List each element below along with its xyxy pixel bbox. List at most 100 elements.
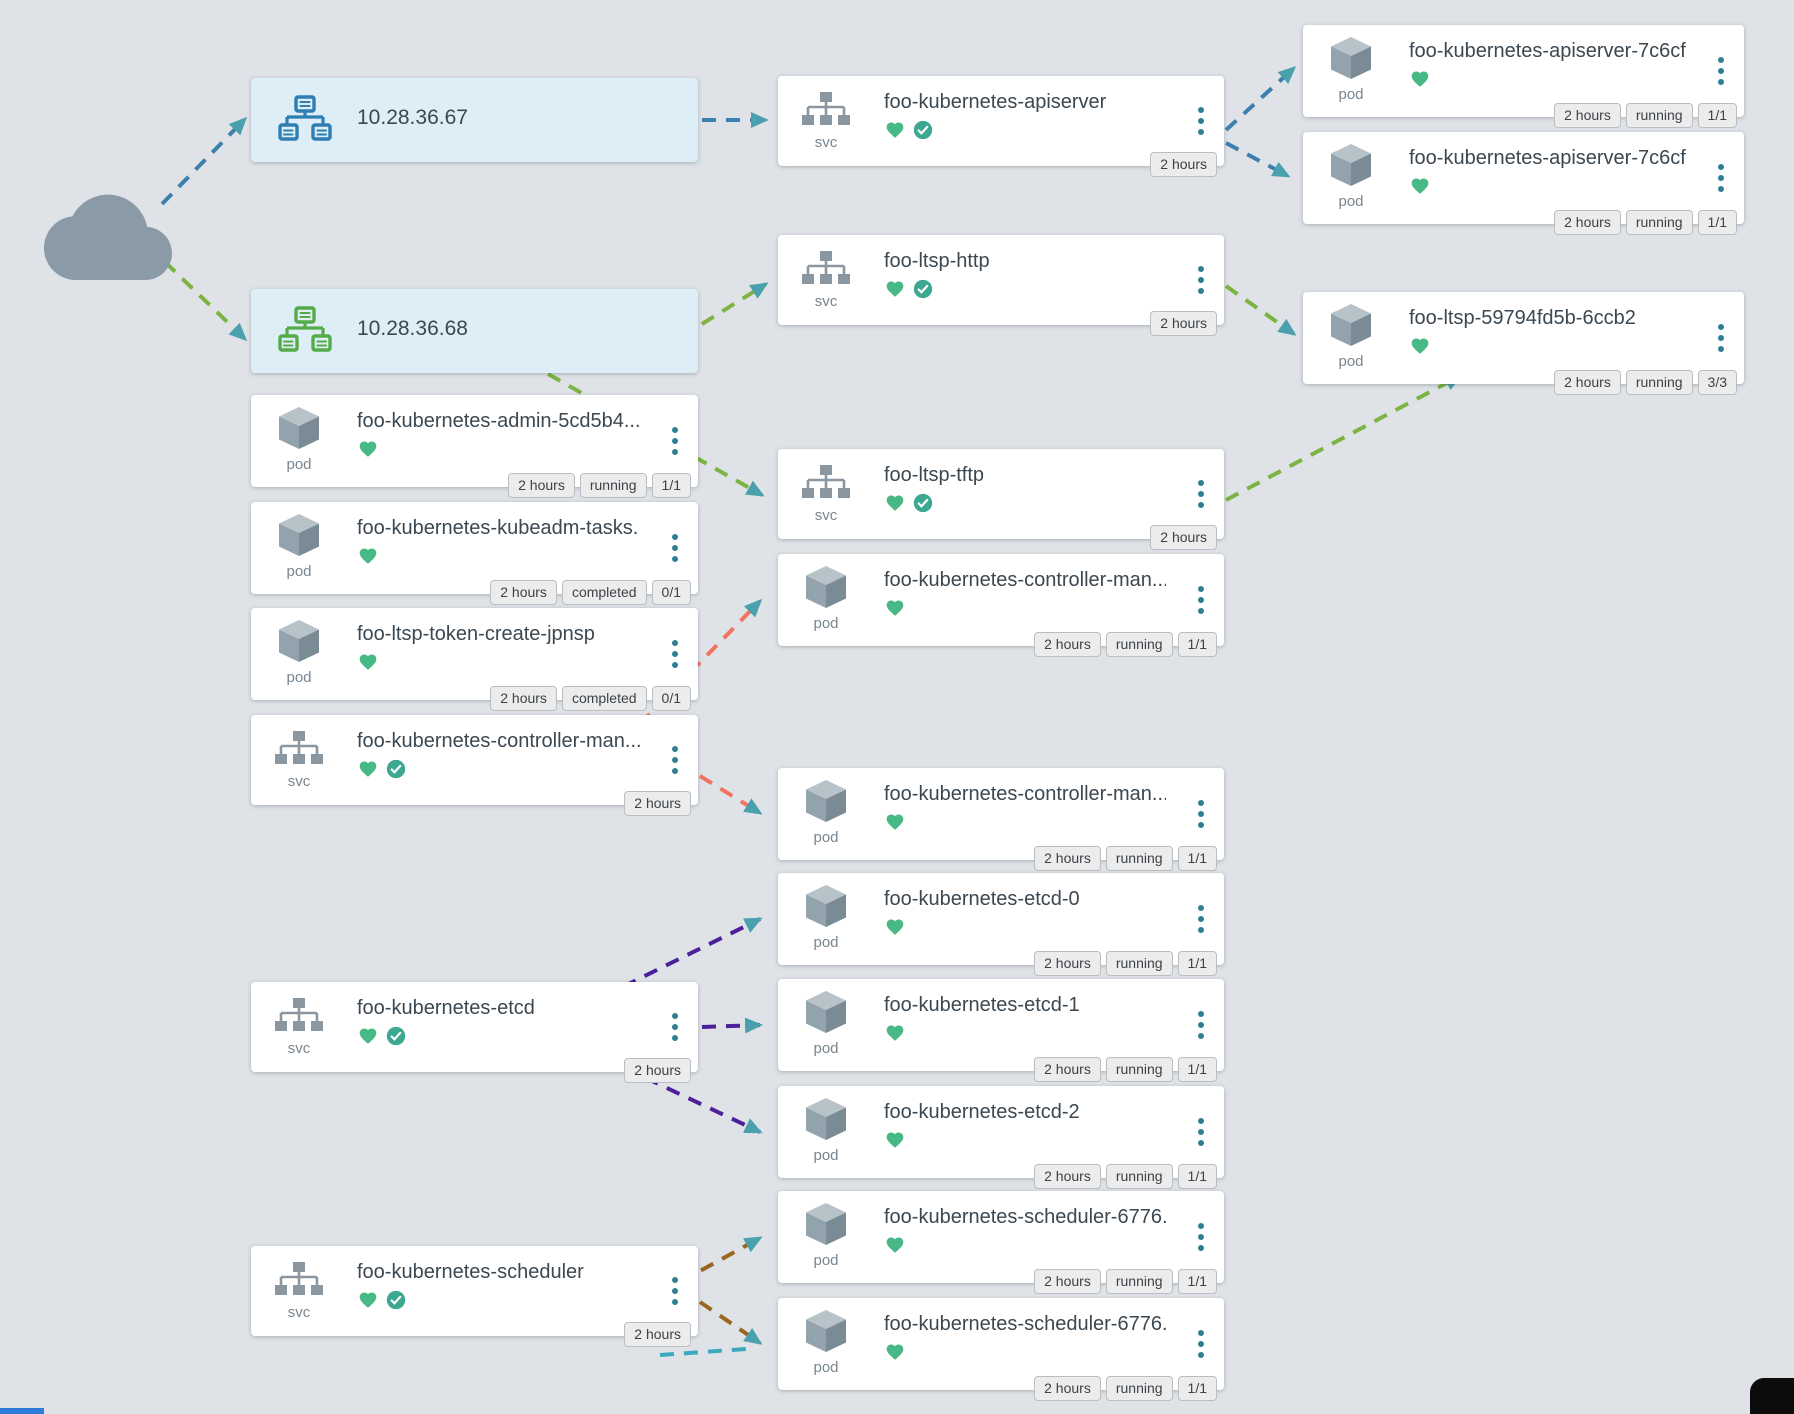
kebab-menu-button[interactable] xyxy=(1192,899,1210,939)
card-kind-label: pod xyxy=(813,934,839,951)
healthy-heart-icon xyxy=(886,600,904,616)
kebab-menu-button[interactable] xyxy=(1192,260,1210,300)
kebab-menu-button[interactable] xyxy=(1192,474,1210,514)
card-kind-label: pod xyxy=(286,456,312,473)
status-badge: 2 hours xyxy=(1034,1376,1101,1401)
kebab-menu-button[interactable] xyxy=(666,528,684,568)
pod-foo-kubernetes-apiserver-1[interactable]: pod foo-kubernetes-apiserver-7c6cf... 2 … xyxy=(1303,132,1744,235)
kebab-menu-button[interactable] xyxy=(1192,1112,1210,1152)
status-row xyxy=(885,1130,905,1150)
status-badge: running xyxy=(1625,370,1693,395)
status-badge: 1/1 xyxy=(1177,951,1217,976)
card-title: foo-kubernetes-etcd-1 xyxy=(884,994,1080,1016)
healthy-heart-icon xyxy=(886,495,904,511)
card-kind-label: pod xyxy=(1338,86,1364,103)
status-row xyxy=(1410,336,1430,356)
kebab-menu-button[interactable] xyxy=(1192,101,1210,141)
svc-icon xyxy=(801,251,851,292)
status-row xyxy=(885,917,905,937)
status-badge: 1/1 xyxy=(1177,632,1217,657)
status-badge: running xyxy=(1625,210,1693,235)
card-kind-label: pod xyxy=(1338,193,1364,210)
kebab-menu-button[interactable] xyxy=(1192,1005,1210,1045)
card-title: foo-ltsp-token-create-jpnsp xyxy=(357,623,595,645)
pod-icon xyxy=(805,884,847,933)
status-row xyxy=(885,493,933,513)
ready-check-icon xyxy=(386,1026,406,1046)
card-title: foo-ltsp-tftp xyxy=(884,464,985,486)
status-badge: 2 hours xyxy=(1034,1164,1101,1189)
svc-foo-kubernetes-apiserver[interactable]: svc foo-kubernetes-apiserver 2 hours xyxy=(778,76,1224,177)
kebab-menu-button[interactable] xyxy=(666,740,684,780)
card-icon-wrap: pod xyxy=(784,1309,868,1375)
corner-overlay xyxy=(1750,1378,1794,1414)
healthy-heart-icon xyxy=(886,1344,904,1360)
healthy-heart-icon xyxy=(359,1292,377,1308)
card-icon-wrap: svc xyxy=(257,731,341,789)
status-row xyxy=(885,598,905,618)
status-row xyxy=(885,120,933,140)
card-kind-label: pod xyxy=(286,563,312,580)
status-row xyxy=(1410,69,1430,89)
kebab-menu-button[interactable] xyxy=(1192,1324,1210,1364)
svc-foo-kubernetes-scheduler[interactable]: svc foo-kubernetes-scheduler 2 hours xyxy=(251,1246,698,1347)
pod-icon xyxy=(278,513,320,562)
cloud-icon[interactable] xyxy=(43,184,172,285)
pod-foo-kubernetes-controller-manager-0[interactable]: pod foo-kubernetes-controller-man... 2 h… xyxy=(778,554,1224,657)
pod-foo-kubernetes-kubeadm-tasks[interactable]: pod foo-kubernetes-kubeadm-tasks... 2 ho… xyxy=(251,502,698,605)
kebab-menu-button[interactable] xyxy=(1712,318,1730,358)
ready-check-icon xyxy=(386,1290,406,1310)
svc-foo-kubernetes-etcd[interactable]: svc foo-kubernetes-etcd 2 hours xyxy=(251,982,698,1083)
card-icon-wrap: svc xyxy=(784,465,868,523)
kebab-menu-button[interactable] xyxy=(1192,580,1210,620)
card-icon-wrap: pod xyxy=(784,779,868,845)
pod-foo-kubernetes-controller-manager-1[interactable]: pod foo-kubernetes-controller-man... 2 h… xyxy=(778,768,1224,871)
kebab-menu-button[interactable] xyxy=(666,421,684,461)
card-icon-wrap: pod xyxy=(784,1202,868,1268)
card-title: 10.28.36.67 xyxy=(357,106,468,129)
svc-icon xyxy=(274,731,324,772)
status-row xyxy=(1410,176,1430,196)
pod-foo-kubernetes-admin[interactable]: pod foo-kubernetes-admin-5cd5b4... 2 hou… xyxy=(251,395,698,498)
healthy-heart-icon xyxy=(359,761,377,777)
pod-icon xyxy=(278,406,320,455)
node-icon xyxy=(278,94,332,149)
status-badge: 2 hours xyxy=(624,1058,691,1083)
node-10-28-36-68[interactable]: 10.28.36.68 xyxy=(251,289,698,373)
healthy-heart-icon xyxy=(886,122,904,138)
svc-foo-ltsp-http[interactable]: svc foo-ltsp-http 2 hours xyxy=(778,235,1224,336)
svc-foo-kubernetes-controller-manager[interactable]: svc foo-kubernetes-controller-man... 2 h… xyxy=(251,715,698,816)
edge-svc-foo-kubernetes-scheduler-to-pod-foo-kubernetes-scheduler-1 xyxy=(698,1300,763,1345)
card-title: 10.28.36.68 xyxy=(357,317,468,340)
pod-foo-kubernetes-apiserver-0[interactable]: pod foo-kubernetes-apiserver-7c6cf... 2 … xyxy=(1303,25,1744,128)
status-row xyxy=(885,1023,905,1043)
svc-foo-ltsp-tftp[interactable]: svc foo-ltsp-tftp 2 hours xyxy=(778,449,1224,550)
pod-foo-kubernetes-scheduler-0[interactable]: pod foo-kubernetes-scheduler-6776... 2 h… xyxy=(778,1191,1224,1294)
node-10-28-36-67[interactable]: 10.28.36.67 xyxy=(251,78,698,162)
kebab-menu-button[interactable] xyxy=(1192,1217,1210,1257)
pod-foo-kubernetes-scheduler-1[interactable]: pod foo-kubernetes-scheduler-6776... 2 h… xyxy=(778,1298,1224,1401)
kebab-menu-button[interactable] xyxy=(1712,51,1730,91)
kebab-menu-button[interactable] xyxy=(666,1007,684,1047)
kebab-menu-button[interactable] xyxy=(666,634,684,674)
status-row xyxy=(885,1235,905,1255)
kebab-menu-button[interactable] xyxy=(1712,158,1730,198)
pod-icon xyxy=(1330,143,1372,192)
healthy-heart-icon xyxy=(359,441,377,457)
card-icon-wrap xyxy=(269,94,341,149)
kebab-menu-button[interactable] xyxy=(1192,794,1210,834)
healthy-heart-icon xyxy=(886,1132,904,1148)
svc-icon xyxy=(801,465,851,506)
edge-svc-foo-kubernetes-etcd-to-pod-foo-kubernetes-etcd-1 xyxy=(701,1017,763,1034)
pod-icon xyxy=(805,1202,847,1251)
kebab-menu-button[interactable] xyxy=(666,1271,684,1311)
